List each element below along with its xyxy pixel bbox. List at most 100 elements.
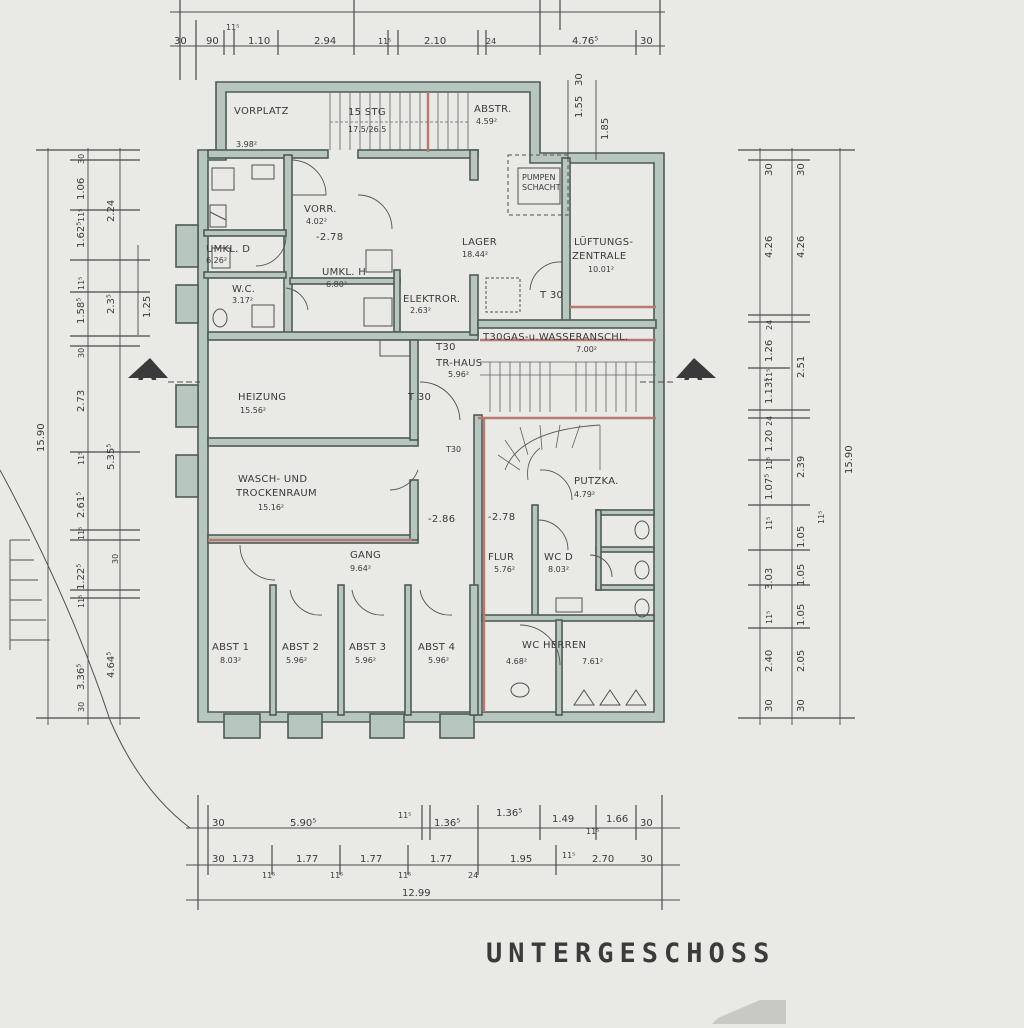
dim-bottom1-1: 30 [212,818,225,829]
dim-bottom-small-5: 11⁵ [562,851,575,860]
dim-right2-3: 2.51 [796,356,807,378]
dim-bottom-small-1: 11⁵ [262,871,275,880]
dimensions-top-right: 1.55 30 1.85 [567,73,611,160]
room-lueftung-area: 10.01² [588,265,614,274]
dim-bottom-small-2: 11⁵ [330,871,343,880]
dim-left-small-1: 30 [77,154,86,164]
dim-right2-6: 2.05 [796,650,807,672]
dim-bottom2-1: 30 [212,854,225,865]
stairs-north [329,92,470,150]
room-gang-area: 9.64² [350,564,371,573]
room-wasch-name-1: WASCH- UND [238,474,307,485]
dim-top-1: 30 [174,36,187,47]
dim-right1-13: 2.40 [764,650,775,672]
dim-left2-2: 2.3⁵ [106,294,117,314]
room-wasch-area: 15.16² [258,503,284,512]
dim-bottom2-6: 1.95 [510,854,532,865]
dim-top-7: 30 [640,36,653,47]
dim-left-small-2: 11⁵ [77,209,86,222]
room-wc-herren-area-2: 7.61² [582,657,603,666]
dim-right2-1: 30 [796,163,807,176]
room-elektro-name: ELEKTROR. [403,294,460,305]
room-gas-name: GAS-u.WASSERANSCHL. [503,332,628,343]
room-lager-area: 18.44² [462,250,488,259]
room-abst3-name: ABST 3 [349,642,386,653]
room-vorplatz-area: 3.98² [236,140,257,149]
stairs-spiral [497,424,601,481]
dim-bottom-small-6: 11⁵ [398,811,411,820]
room-abstr-area: 4.59² [476,117,497,126]
section-marker-left: A [138,358,157,386]
interior-walls [203,149,657,716]
room-putzka-name: PUTZKA. [574,476,619,487]
dim-top-small-1: 11⁵ [226,23,239,32]
dim-left-small-8: 30 [111,554,120,564]
room-abst3-area: 5.96² [355,656,376,665]
dim-top-6: 4.76⁵ [572,36,598,47]
room-abst4-name: ABST 4 [418,642,455,653]
flur-level: -2.78 [488,512,515,523]
room-pumpen-name-1: PUMPEN [522,173,555,182]
room-vorr-level: -2.78 [316,232,343,243]
section-marker-right-arrow [676,358,716,378]
room-vorr-area: 4.02² [306,217,327,226]
dim-right1-14: 30 [764,699,775,712]
dim-tr-2: 30 [574,73,585,86]
dim-left1-5: 2.61⁵ [76,492,87,518]
dimensions-bottom: 30 5.90⁵ 1.36⁵ 1.36⁵ 1.49 1.66 30 30 1.7… [186,795,680,910]
dim-left-outer: 15.90 [36,423,47,452]
dim-right1-7: 1.20 [764,430,775,452]
dim-right1-3: 24 [765,320,774,330]
room-umkl-d-name: UMKL. D [206,244,250,255]
dim-left1-6: 1.22⁵ [76,564,87,590]
dim-left-small-4: 30 [77,348,86,358]
room-gas-area: 7.00² [576,345,597,354]
dim-top-small-3: 24 [486,37,496,46]
room-tr-haus-name: TR-HAUS [435,358,482,369]
room-vorr-name: VORR. [304,204,337,215]
dim-left-small-6: 11⁵ [77,527,86,540]
room-abst2-area: 5.96² [286,656,307,665]
scan-smudge [712,1000,786,1024]
dim-left1-4: 2.73 [76,390,87,412]
door-t30-gas: T30 [482,332,503,343]
room-lueftung-name-1: LÜFTUNGS- [574,235,633,248]
room-abst4-area: 5.96² [428,656,449,665]
room-vorplatz-name: VORPLATZ [234,106,289,117]
dim-left2-1: 2.24 [106,200,117,222]
dim-bottom1-3: 1.36⁵ [434,818,460,829]
room-flur-area: 5.76² [494,565,515,574]
room-heizung-area: 15.56² [240,406,266,415]
dim-right1-2: 4.26 [764,236,775,258]
room-elektro-area: 2.63² [410,306,431,315]
room-wc-d-area: 8.03² [548,565,569,574]
dim-top-small-2: 11⁵ [378,37,391,46]
room-heizung-name: HEIZUNG [238,392,286,403]
room-wasch-name-2: TROCKENRAUM [235,488,317,499]
room-abst1-area: 8.03² [220,656,241,665]
dim-bottom1-2: 5.90⁵ [290,818,316,829]
dim-top-2: 90 [206,36,219,47]
dim-right2-5: 3.03 [764,568,775,590]
dim-tr-3: 1.85 [600,118,611,140]
room-flur-name: FLUR [488,552,514,563]
dimensions-left: 15.90 1.06 1.62⁵ 1.58⁵ 2.73 2.61⁵ 1.22⁵ … [36,148,153,725]
room-wc-d-name: WC D [544,552,573,563]
dimensions-right: 30 4.26 24 1.26 1.13⁵ 24 1.20 1.07⁵ 11⁵ … [738,148,855,725]
floor-title: UNTERGESCHOSS [486,938,776,969]
dim-bottom2-5: 1.77 [430,854,452,865]
room-gang-name: GANG [350,550,381,561]
room-wc-name: W.C. [232,284,255,295]
red-accent-lines [208,92,656,712]
door-t30-lueftung: T 30 [539,290,563,301]
dim-right1-12: 1.05 [796,604,807,626]
room-putzka-area: 4.79² [574,490,595,499]
dim-left3-1: 1.25 [142,296,153,318]
dim-left1-3: 1.58⁵ [76,298,87,324]
room-pumpen-name-2: SCHACHT [522,183,561,192]
room-umkl-d-area: 6.26² [206,256,227,265]
dim-left1-2: 1.62⁵ [76,222,87,248]
dim-bottom-small-4: 24 [468,871,478,880]
